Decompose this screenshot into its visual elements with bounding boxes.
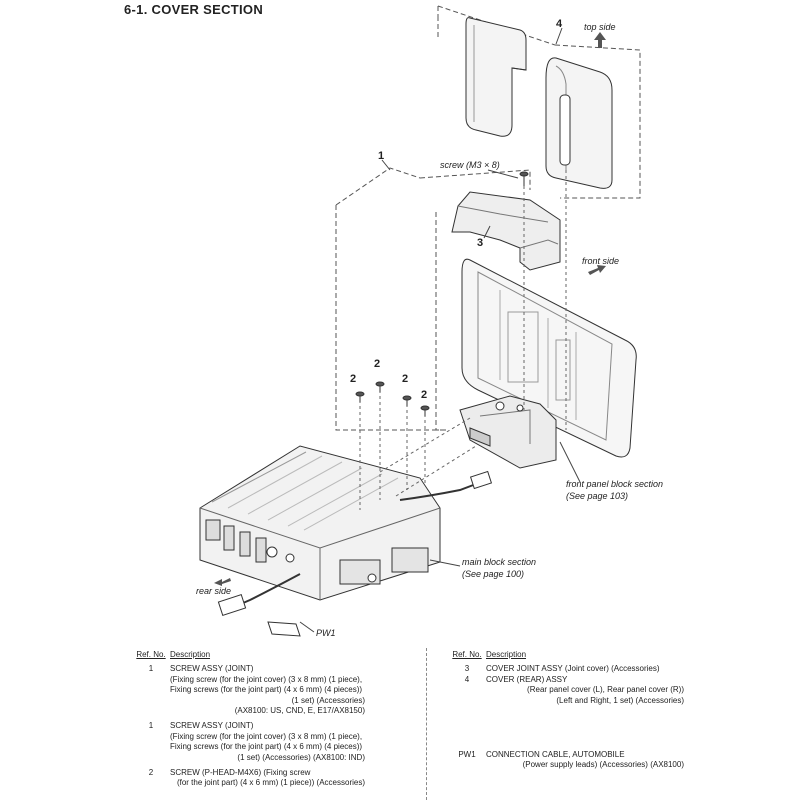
leader-lines — [299, 27, 581, 633]
col-description: Description — [170, 650, 211, 659]
section-heading: 6-1. COVER SECTION — [124, 2, 264, 17]
part-description: CONNECTION CABLE, AUTOMOBILE (Power supp… — [486, 750, 684, 771]
rear-side-arrow-icon — [214, 578, 231, 586]
col-ref-no: Ref. No. — [452, 650, 482, 659]
label-front-side: front side — [582, 256, 619, 266]
part-ref: 3 — [464, 664, 470, 674]
exploded-view-diagram: 4 1 3 2 2 2 2 top side screw (M3 × 8) fr… — [196, 5, 663, 638]
part-description: COVER JOINT ASSY (Joint cover) (Accessor… — [486, 664, 684, 674]
parts-list-header: Ref. No. Description — [132, 650, 365, 660]
ref-2: 2 — [350, 373, 356, 385]
part-line: SCREW (P-HEAD-M4X6) (Fixing screw — [170, 768, 311, 778]
part-ref: PW1 — [458, 750, 476, 760]
front-panel-block — [459, 258, 637, 469]
part-description: SCREW (P-HEAD-M4X6) (Fixing screw (for t… — [170, 768, 365, 789]
rear-cover-left — [465, 17, 527, 137]
part-subline: (Rear panel cover (L), Rear panel cover … — [527, 685, 684, 695]
part-description: SCREW ASSY (JOINT) (Fixing screw (for th… — [170, 721, 365, 763]
part-row: 4 COVER (REAR) ASSY (Rear panel cover (L… — [448, 675, 684, 706]
screw-m3x8 — [519, 171, 529, 186]
part-description: SCREW ASSY (JOINT) (Fixing screw (for th… — [170, 664, 365, 716]
part-subline: (Left and Right, 1 set) (Accessories) — [556, 695, 684, 705]
label-front-panel-page: (See page 103) — [566, 491, 628, 501]
part-subline: (1 set) (Accessories) (AX8100: IND) — [237, 752, 365, 762]
part-ref: 1 — [148, 721, 154, 731]
part-row: 1 SCREW ASSY (JOINT) (Fixing screw (for … — [132, 721, 365, 763]
rear-cover-right — [545, 57, 613, 189]
part-ref: 1 — [148, 664, 154, 674]
parts-list-right: Ref. No. Description 3 COVER JOINT ASSY … — [448, 650, 684, 771]
top-side-arrow-icon — [594, 32, 606, 48]
part-row: 1 SCREW ASSY (JOINT) (Fixing screw (for … — [132, 664, 365, 716]
parts-list-left: Ref. No. Description 1 SCREW ASSY (JOINT… — [132, 650, 365, 789]
label-pw1: PW1 — [316, 628, 336, 638]
col-ref-no: Ref. No. — [136, 650, 166, 659]
col-description: Description — [486, 650, 527, 659]
part-row: PW1 CONNECTION CABLE, AUTOMOBILE (Power … — [448, 750, 684, 771]
parts-list-header: Ref. No. Description — [448, 650, 684, 660]
part-subline: (Power supply leads) (Accessories) (AX81… — [522, 760, 684, 770]
ref-2: 2 — [402, 373, 408, 385]
part-ref: 2 — [148, 768, 154, 778]
label-main-block: main block section — [462, 557, 536, 567]
ref-2: 2 — [421, 389, 427, 401]
ref-1: 1 — [378, 150, 384, 162]
label-main-block-page: (See page 100) — [462, 569, 524, 579]
ref-2: 2 — [374, 358, 380, 370]
part-ref: 4 — [464, 674, 470, 684]
part-subline: (AX8100: US, CND, E, E17/AX8150) — [234, 706, 365, 716]
group-1-outline — [335, 167, 531, 431]
ref-3: 3 — [477, 237, 483, 249]
part-line: COVER JOINT ASSY (Joint cover) (Accessor… — [486, 664, 660, 674]
ref-4: 4 — [556, 18, 563, 30]
label-screw-m3x8: screw (M3 × 8) — [440, 160, 500, 170]
part-line: CONNECTION CABLE, AUTOMOBILE — [486, 750, 625, 760]
joint-cover-3 — [451, 191, 561, 271]
column-divider — [426, 648, 427, 800]
label-rear-side: rear side — [196, 586, 231, 596]
part-line: (Fixing screw (for the joint cover) (3 x… — [170, 674, 363, 684]
part-line: SCREW ASSY (JOINT) — [170, 664, 254, 674]
label-front-panel-block: front panel block section — [566, 479, 663, 489]
part-line: Fixing screws (for the joint part) (4 x … — [170, 685, 363, 695]
assembly-guide-lines — [359, 170, 567, 510]
cables — [217, 470, 493, 637]
main-block-unit — [199, 445, 441, 601]
part-subline: (1 set) (Accessories) — [291, 695, 365, 705]
part-row: 2 SCREW (P-HEAD-M4X6) (Fixing screw (for… — [132, 768, 365, 789]
part-description: COVER (REAR) ASSY (Rear panel cover (L),… — [486, 675, 684, 706]
group-4-outline — [437, 5, 641, 199]
part-line: COVER (REAR) ASSY — [486, 674, 568, 684]
part-line: (Fixing screw (for the joint cover) (3 x… — [170, 731, 363, 741]
part-line: SCREW ASSY (JOINT) — [170, 721, 254, 731]
part-subline: (for the joint part) (4 x 6 mm) (1 piece… — [176, 778, 365, 788]
part-row: 3 COVER JOINT ASSY (Joint cover) (Access… — [448, 664, 684, 674]
part-line: Fixing screws (for the joint part) (4 x … — [170, 742, 363, 752]
label-top-side: top side — [584, 22, 616, 32]
screws-2 — [355, 381, 430, 416]
front-side-arrow-icon — [588, 265, 606, 275]
